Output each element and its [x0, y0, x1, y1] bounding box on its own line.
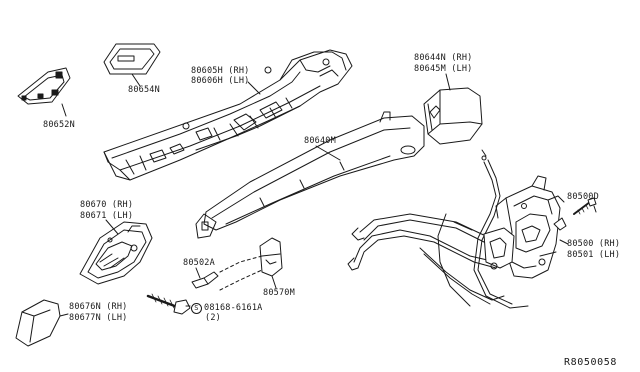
label-80640m: 80640M [304, 136, 336, 146]
label-80502a: 80502A [183, 258, 215, 268]
label-80652n: 80652N [43, 120, 75, 130]
label-80501: 80501 (LH) [567, 250, 621, 260]
end-cap-80676n [15, 299, 61, 347]
dashed-leader-clip [219, 255, 263, 273]
screw-marker-icon: S [191, 303, 202, 314]
label-80654n: 80654N [128, 85, 160, 95]
diagram-reference-code: R8050058 [564, 357, 617, 368]
label-bolt-qty: (2) [205, 313, 221, 323]
handle-bracket-80605h [103, 49, 353, 181]
label-80570m: 80570M [263, 288, 295, 298]
bracket-80570m [259, 237, 283, 277]
escutcheon-pad-80652n [17, 67, 71, 105]
leader-80676n [59, 313, 69, 317]
lock-bolt-small [553, 217, 567, 231]
door-edge-outline [437, 213, 471, 307]
leader-80570m [271, 275, 277, 289]
screw-80500d [573, 197, 597, 215]
leader-80652n [61, 103, 67, 117]
label-80606h: 80606H (LH) [191, 76, 250, 86]
dashed-leader-bracket [219, 269, 263, 291]
leader-80654n [131, 73, 141, 87]
label-80500d: 80500D [567, 192, 599, 202]
label-80670: 80670 (RH) [80, 200, 134, 210]
label-80605h: 80605H (RH) [191, 66, 250, 76]
label-80677n: 80677N (LH) [69, 313, 128, 323]
outside-handle-80640m [195, 111, 425, 239]
bolt-part-number: 08168-6161A [204, 303, 263, 313]
handle-end-cap-80644n [423, 87, 483, 145]
leader-80640m [315, 145, 341, 161]
leader-80500d [593, 205, 597, 213]
clip-80502a [191, 271, 219, 289]
inside-handle-80670 [79, 221, 153, 285]
label-80500: 80500 (RH) [567, 239, 621, 249]
leader-80605h [247, 81, 261, 95]
leader-80670 [105, 219, 119, 235]
leader-80644n [445, 73, 451, 91]
bolt-08168 [146, 293, 191, 315]
gasket-pad-80654n [103, 43, 161, 75]
label-80671: 80671 (LH) [80, 211, 134, 221]
label-80644n: 80644N (RH) [414, 53, 473, 63]
door-lock-actuator-80500 [483, 175, 565, 279]
label-80676n: 80676N (RH) [69, 302, 128, 312]
label-80645m: 80645M (LH) [414, 64, 473, 74]
leader-80502a [195, 267, 201, 279]
leader-80500 [559, 239, 569, 245]
